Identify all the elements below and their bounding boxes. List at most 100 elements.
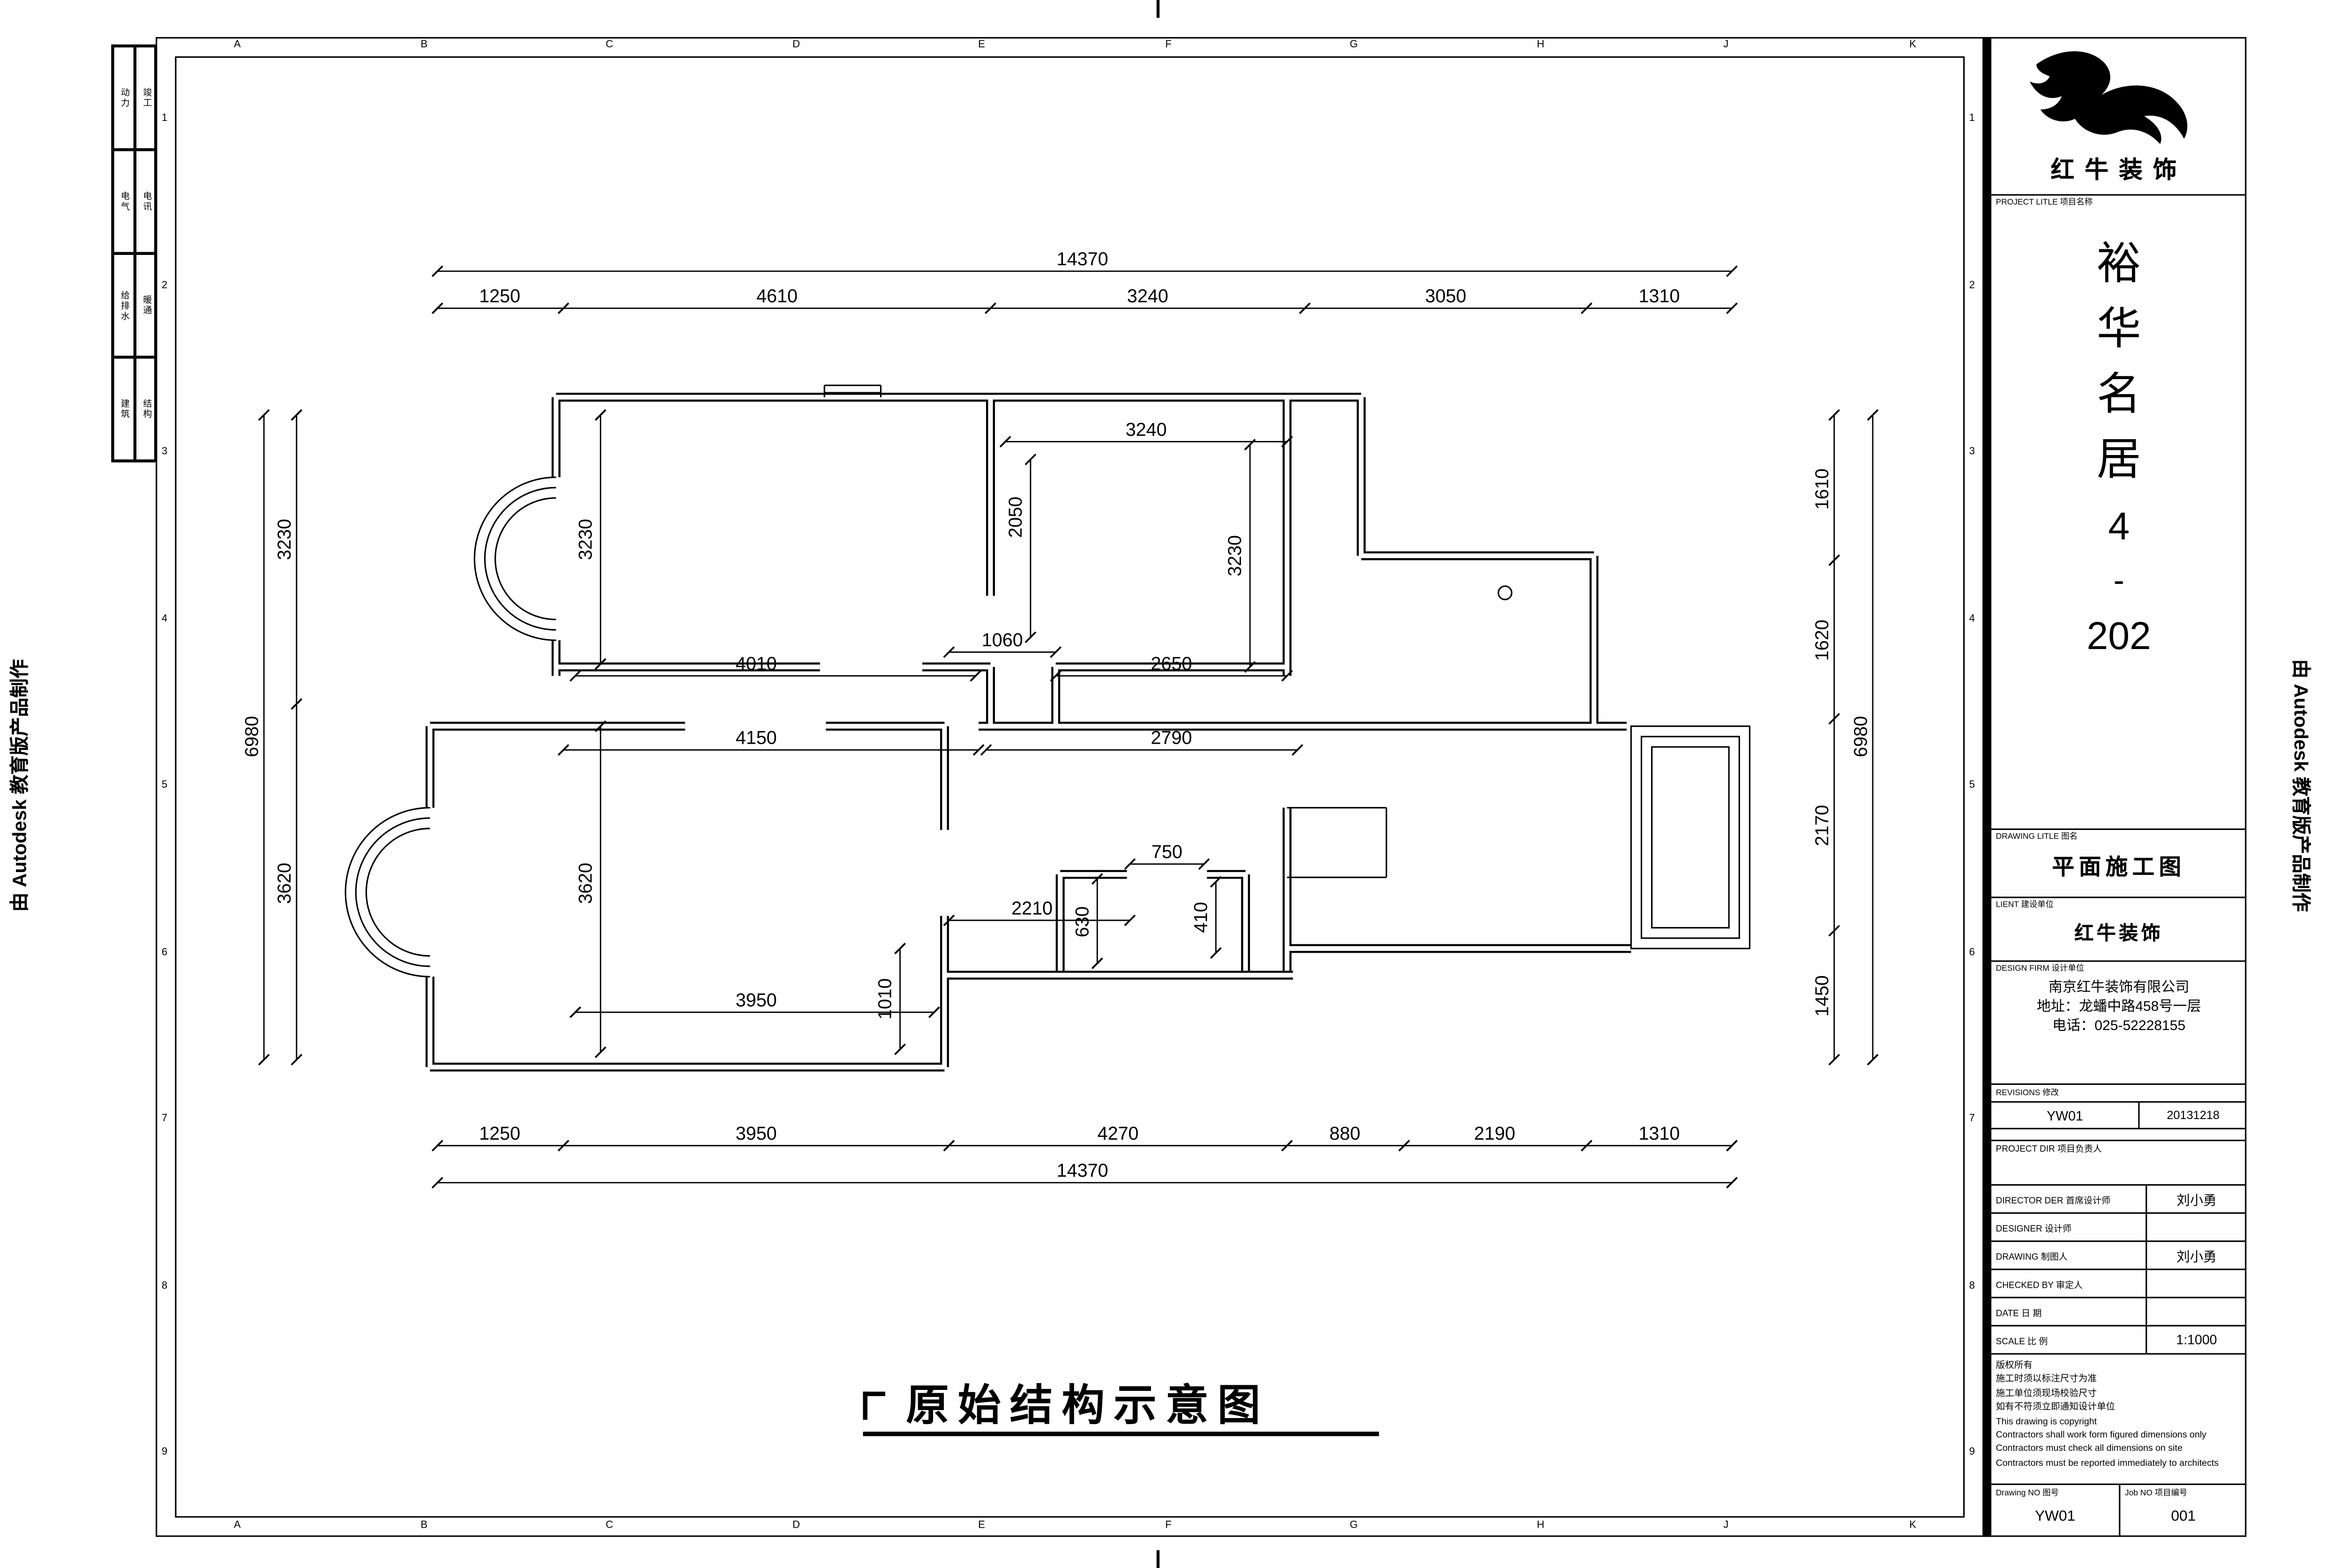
job-no: 001	[2119, 1501, 2246, 1537]
grid-number: 5	[161, 780, 168, 791]
dim-text: 3620	[575, 863, 596, 904]
grid-letter: F	[1165, 1520, 1172, 1531]
firm-line: 南京红牛装饰有限公司	[2048, 979, 2190, 996]
discipline-cell: 暖通	[135, 253, 157, 358]
discipline-cell: 结构	[135, 357, 157, 461]
revision-row-empty	[1991, 1127, 2247, 1140]
revision-date: 20131218	[2138, 1102, 2246, 1128]
dim-text: 3230	[274, 519, 295, 560]
client-name: 红牛装饰	[2074, 922, 2164, 944]
bay-window-arcs	[344, 476, 556, 978]
grid-number: 6	[1969, 948, 1975, 958]
grid-number: 5	[1969, 780, 1975, 791]
dim-text: 880	[1330, 1123, 1361, 1144]
grid-letter: E	[978, 1520, 985, 1531]
floor-plan: 14370 1250 4610 3240 3050 1310 1250 3950…	[242, 249, 1879, 1189]
date-row: DATE 日 期	[1991, 1297, 2247, 1325]
dim-text: 1250	[479, 286, 520, 306]
discipline-cell: 竣工	[135, 46, 157, 150]
titleblock-divider-bar	[1982, 37, 1992, 1537]
row-value: 刘小勇	[2145, 1242, 2247, 1269]
revisions-label: REVISIONS 修改	[1991, 1083, 2247, 1101]
dimension-lines	[258, 265, 1879, 1189]
project-name-char: 202	[2086, 613, 2151, 658]
dim-text: 1060	[982, 630, 1023, 650]
copyright-line: 版权所有	[1996, 1360, 2033, 1371]
autodesk-watermark-left: 由 Autodesk 教育版产品制作	[8, 659, 30, 912]
row-value	[2145, 1298, 2247, 1325]
designer-row: DESIGNER 设计师	[1991, 1212, 2247, 1241]
grid-letter: K	[1909, 1520, 1916, 1531]
project-name: 裕 华 名 居 4 - 202	[1991, 209, 2246, 829]
project-title-label: PROJECT LITLE 项目名称	[1991, 194, 2247, 209]
grid-letter: A	[233, 40, 241, 51]
drawing-title: 平面施工图	[2052, 855, 2186, 881]
discipline-cell: 电讯	[135, 149, 157, 254]
project-name-char: 4	[2108, 504, 2130, 549]
revision-no: YW01	[2047, 1108, 2083, 1123]
dim-text: 750	[1151, 842, 1182, 862]
grid-letter: H	[1537, 1520, 1545, 1531]
grid-letter: J	[1723, 40, 1729, 51]
dim-text: 3050	[1425, 286, 1466, 306]
grid-number: 1	[1969, 113, 1975, 124]
grid-letter: H	[1537, 40, 1545, 51]
dim-text: 1250	[479, 1123, 520, 1144]
revision-row: YW01 20131218	[1991, 1101, 2247, 1128]
dimension-texts: 14370 1250 4610 3240 3050 1310 1250 3950…	[242, 249, 1871, 1181]
dim-text: 2170	[1812, 805, 1832, 846]
grid-letter: B	[420, 40, 428, 51]
project-name-char: 居	[2096, 435, 2141, 485]
copyright-line: 施工时须以标注尺寸为准	[1996, 1374, 2097, 1385]
row-label: SCALE 比 例	[1996, 1337, 2048, 1347]
plan-title-underline	[863, 1432, 1379, 1436]
grid-number: 9	[161, 1447, 168, 1458]
dim-text: 3230	[575, 519, 596, 560]
design-firm-info: 南京红牛装饰有限公司 地址：龙蟠中路458号一层 电话：025-52228155	[1991, 975, 2246, 1083]
dim-text: 630	[1072, 906, 1092, 937]
plan-title: 原始结构示意图	[906, 1382, 1270, 1430]
number-headers: Drawing NO 图号 Job NO 项目编号	[1991, 1483, 2247, 1501]
copyright-line: Contractors must check all dimensions on…	[1996, 1444, 2183, 1455]
project-name-char: 名	[2096, 370, 2141, 420]
project-name-char: -	[2113, 561, 2124, 599]
dim-text: 4270	[1098, 1123, 1139, 1144]
dim-text: 14370	[1057, 249, 1108, 269]
sheet-outer-border	[156, 37, 2247, 1537]
grid-number: 8	[161, 1281, 168, 1292]
copyright-line: This drawing is copyright	[1996, 1416, 2097, 1427]
grid-letter: B	[420, 1520, 428, 1531]
dim-text: 3950	[736, 990, 777, 1010]
trim-mark-top	[1156, 0, 1159, 18]
dim-text: 2050	[1005, 497, 1026, 538]
row-label: DRAWING 制图人	[1996, 1253, 2068, 1262]
copyright-line: Contractors must be reported immediately…	[1996, 1458, 2219, 1469]
row-label: CHECKED BY 审定人	[1996, 1281, 2083, 1291]
grid-number: 3	[1969, 447, 1975, 457]
dim-text: 1310	[1638, 1123, 1680, 1144]
drawing-row: DRAWING 制图人 刘小勇	[1991, 1240, 2247, 1269]
project-name-char: 华	[2096, 305, 2141, 354]
checked-row: CHECKED BY 审定人	[1991, 1269, 2247, 1297]
floor-plan-walls	[426, 393, 1631, 1072]
dim-text: 4610	[756, 286, 798, 306]
drawing-no-label: Drawing NO 图号	[1996, 1489, 2059, 1499]
grid-number: 1	[161, 113, 168, 124]
bull-logo-icon	[2029, 51, 2188, 144]
copyright-line: 如有不符须立即通知设计单位	[1996, 1402, 2116, 1413]
drawing-title-label: DRAWING LITLE 图名	[1991, 828, 2247, 844]
dim-text: 3950	[736, 1123, 777, 1144]
project-name-char: 裕	[2096, 240, 2141, 289]
title-bracket-icon	[863, 1391, 885, 1420]
grid-letter: G	[1350, 40, 1358, 51]
dim-text: 1620	[1812, 620, 1832, 661]
trim-mark-bottom	[1156, 1550, 1159, 1568]
dim-text: 2190	[1474, 1123, 1515, 1144]
grid-number: 7	[161, 1113, 168, 1124]
grid-letter: K	[1909, 40, 1916, 51]
row-label: DATE 日 期	[1996, 1309, 2042, 1319]
number-values: YW01 001	[1991, 1501, 2246, 1537]
discipline-cell: 建筑	[112, 357, 135, 461]
dim-text: 6980	[242, 716, 262, 757]
dim-text: 410	[1190, 902, 1211, 933]
